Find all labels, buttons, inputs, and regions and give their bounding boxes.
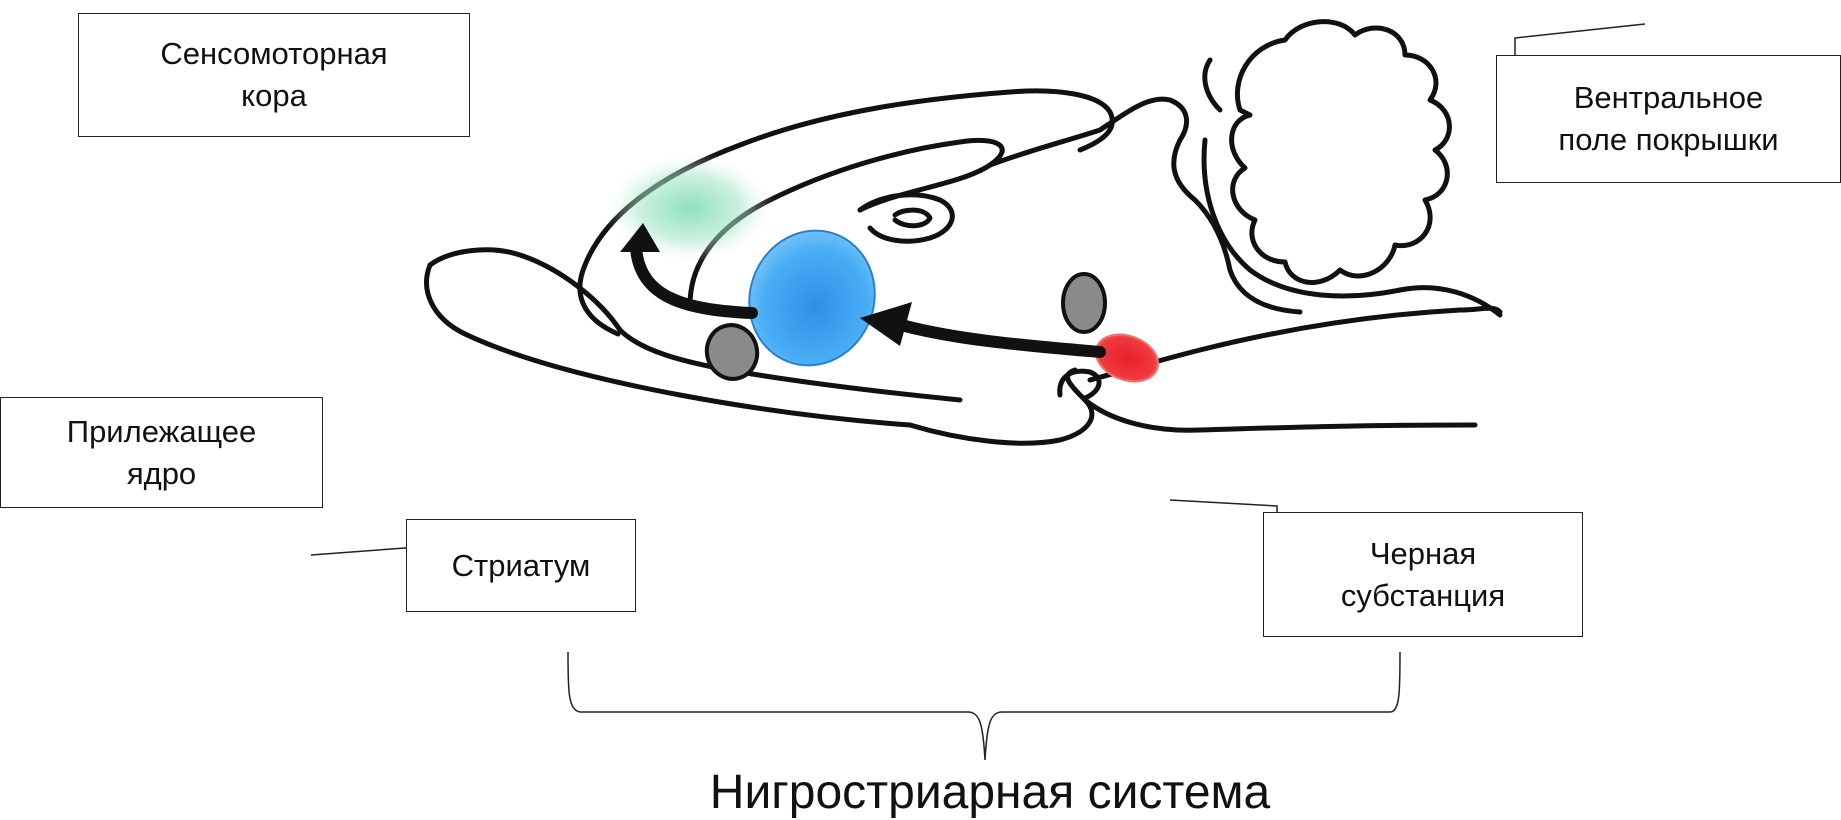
midbrain-dorsal	[990, 99, 1300, 312]
label-striatum: Стриатум	[406, 519, 636, 612]
leader-nigra	[1170, 500, 1277, 512]
thalamus-inner	[895, 210, 930, 226]
system-label: Нигростриарная система	[560, 765, 1420, 820]
brainstem-lower	[1085, 400, 1475, 430]
system-brace	[568, 652, 1400, 760]
brain-outline	[427, 22, 1500, 444]
vta-region	[1063, 274, 1105, 332]
label-nucleus-accumbens-text: Прилежащее ядро	[67, 411, 256, 495]
label-sensorimotor-cortex-text: Сенсомоторная кора	[160, 33, 387, 117]
label-striatum-text: Стриатум	[452, 545, 591, 587]
label-nucleus-accumbens: Прилежащее ядро	[0, 397, 323, 508]
label-vta-text: Вентральное поле покрышки	[1558, 77, 1778, 161]
label-vta: Вентральное поле покрышки	[1496, 55, 1841, 183]
leader-vta	[1515, 24, 1645, 55]
label-sensorimotor-cortex: Сенсомоторная кора	[78, 13, 470, 137]
cerebellum-outline	[1232, 22, 1450, 283]
leader-striatum	[311, 537, 418, 555]
label-substantia-nigra-text: Черная субстанция	[1341, 533, 1505, 617]
thalamus-outline	[860, 195, 952, 241]
label-substantia-nigra: Черная субстанция	[1263, 512, 1583, 637]
